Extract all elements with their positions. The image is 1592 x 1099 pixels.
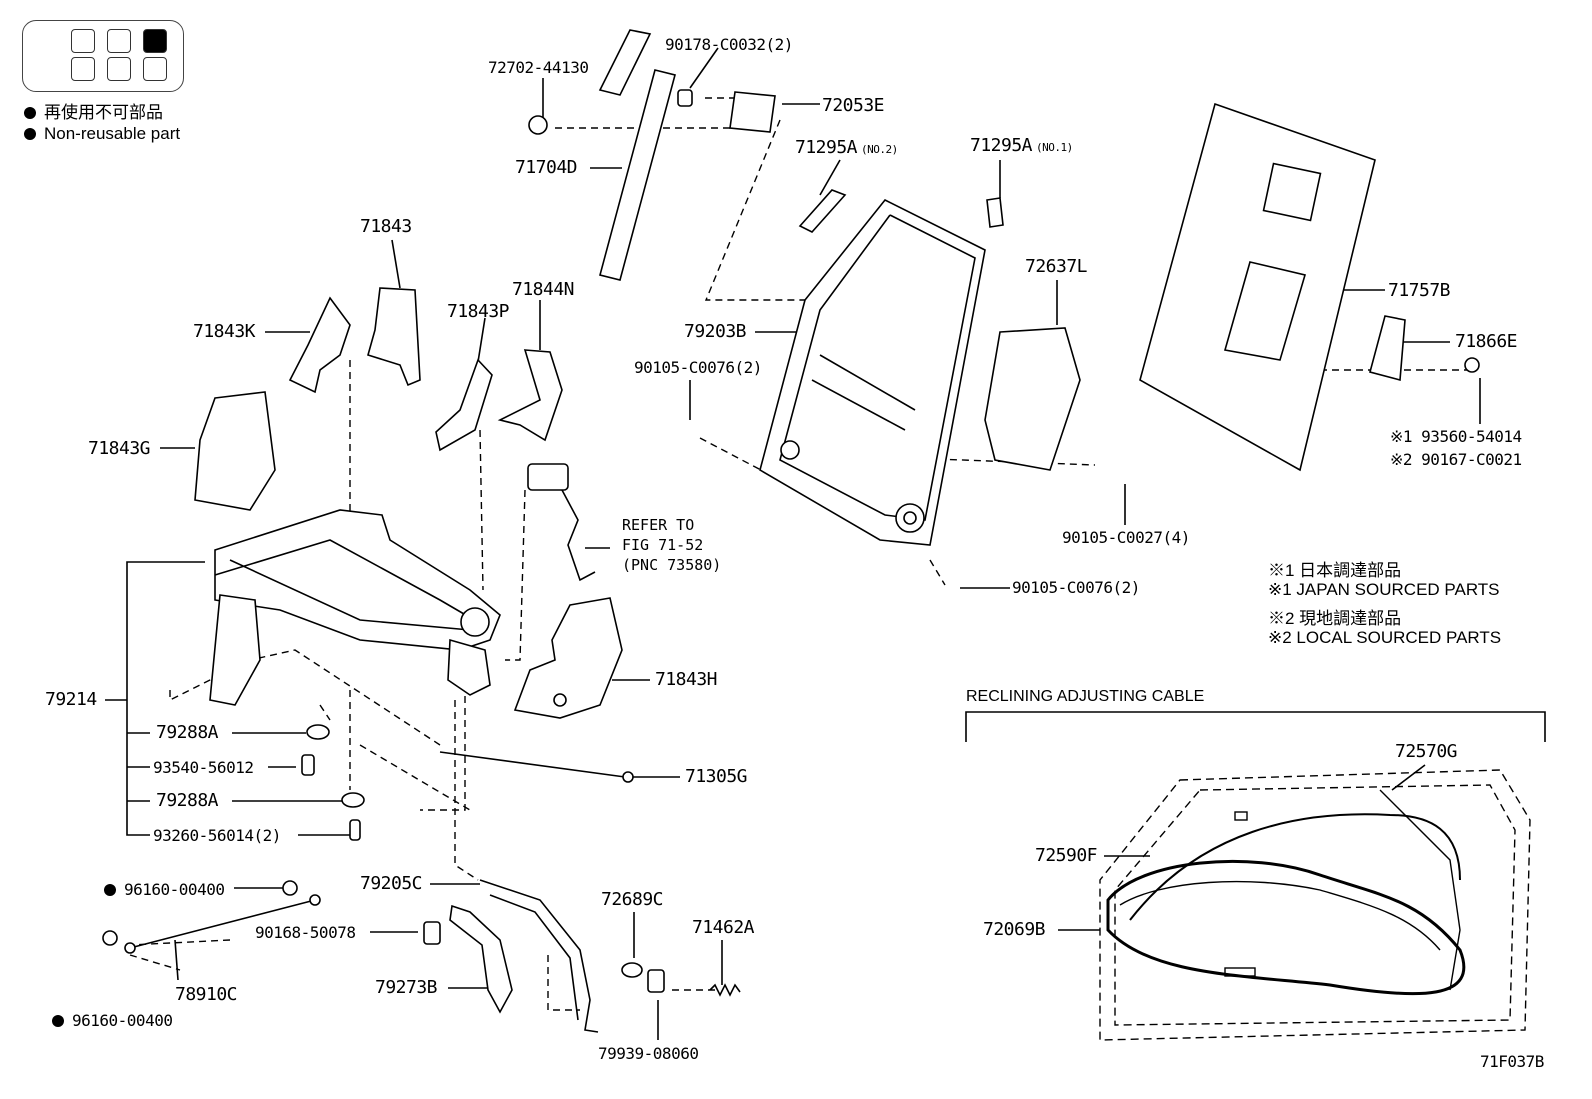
part-90168-50078[interactable]: 90168-50078 [255,923,356,942]
part-72689c[interactable]: 72689C [601,889,664,910]
sourcing-note-2-en: ※2 LOCAL SOURCED PARTS [1268,628,1502,647]
part-71843k[interactable]: 71843K [193,321,256,342]
sourcing-note-1-en: ※1 JAPAN SOURCED PARTS [1268,580,1500,599]
part-90105-c0076-bottom[interactable]: 90105-C0076(2) [1012,578,1140,597]
part-79288a-upper[interactable]: 79288A [156,722,219,743]
part-90167-c0021[interactable]: ※2 90167-C0021 [1390,450,1522,469]
part-72570g[interactable]: 72570G [1395,741,1458,762]
part-90105-c0076-top[interactable]: 90105-C0076(2) [634,358,762,377]
part-72053e[interactable]: 72053E [822,95,885,116]
part-79288a-lower[interactable]: 79288A [156,790,219,811]
part-number: 96160-00400 [124,880,225,899]
part-79273b[interactable]: 79273B [375,977,438,998]
refer-note-line3: (PNC 73580) [622,556,722,574]
seat-key-icon [107,29,131,53]
part-93560-54014[interactable]: ※1 93560-54014 [1390,427,1522,446]
non-reusable-icon [104,884,116,896]
bullet-icon [24,128,36,140]
part-number: 71295A [795,137,858,158]
part-79214[interactable]: 79214 [45,689,97,710]
seat-key-selected-icon [143,29,167,53]
part-note: (NO.2) [861,143,898,156]
cable-section-title: RECLINING ADJUSTING CABLE [966,688,1205,705]
part-96160-00400-bottom[interactable]: 96160-00400 [52,1011,173,1031]
part-71757b[interactable]: 71757B [1388,280,1451,301]
part-71866e[interactable]: 71866E [1455,331,1518,352]
part-93260-56014[interactable]: 93260-56014(2) [153,826,281,845]
seat-key-icon [71,57,95,81]
part-71843[interactable]: 71843 [360,216,412,237]
part-71704d[interactable]: 71704D [515,157,578,178]
part-number: 71295A [970,135,1033,156]
part-71843p[interactable]: 71843P [447,301,510,322]
part-79205c[interactable]: 79205C [360,873,423,894]
part-90178-c0032[interactable]: 90178-C0032(2) [665,35,793,54]
seat-key-icon [71,29,95,53]
part-71843h[interactable]: 71843H [655,669,718,690]
part-79939-08060[interactable]: 79939-08060 [598,1044,699,1063]
figure-id: 71F037B [1480,1052,1544,1071]
part-72637l[interactable]: 72637L [1025,256,1088,277]
seat-position-legend [22,20,184,92]
part-71843g[interactable]: 71843G [88,438,151,459]
part-78910c[interactable]: 78910C [175,984,238,1005]
part-71295a-no1[interactable]: 71295A(NO.1) [970,136,1073,158]
part-79203b[interactable]: 79203B [684,321,747,342]
part-note: (NO.1) [1036,141,1073,154]
sourcing-note-2-jp: ※2 現地調達部品 [1268,609,1402,628]
part-90105-c0027[interactable]: 90105-C0027(4) [1062,528,1190,547]
refer-note-line1: REFER TO [622,516,695,534]
legend-non-reusable-en: Non-reusable part [24,124,180,144]
part-96160-00400-top[interactable]: 96160-00400 [104,880,225,900]
seat-key-icon [143,57,167,81]
non-reusable-icon [52,1015,64,1027]
sourcing-note-1-jp: ※1 日本調達部品 [1268,561,1402,580]
part-72702-44130[interactable]: 72702-44130 [488,58,589,77]
legend-non-reusable-jp: 再使用不可部品 [24,98,163,123]
refer-note-line2[interactable]: FIG 71-52 [622,536,704,554]
part-71462a[interactable]: 71462A [692,917,755,938]
part-72590f[interactable]: 72590F [1035,845,1098,866]
part-93540-56012[interactable]: 93540-56012 [153,758,254,777]
part-71844n[interactable]: 71844N [512,279,575,300]
part-72069b[interactable]: 72069B [983,919,1046,940]
part-number: 96160-00400 [72,1011,173,1030]
part-71295a-no2[interactable]: 71295A(NO.2) [795,138,898,160]
bullet-icon [24,107,36,119]
part-71305g[interactable]: 71305G [685,766,748,787]
seat-key-icon [107,57,131,81]
